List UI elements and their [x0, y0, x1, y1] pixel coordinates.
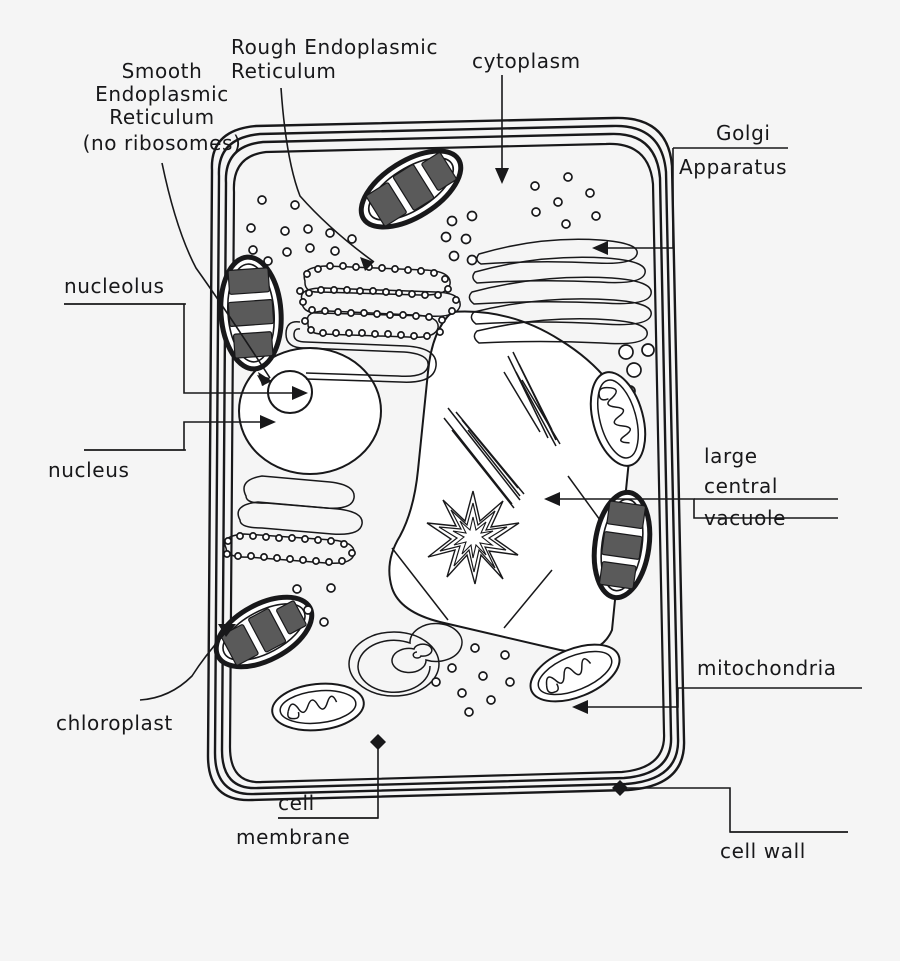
leader-chloroplast — [139, 624, 236, 701]
mitochondrion-bottom-left — [271, 682, 365, 732]
chloroplast-top — [358, 148, 464, 230]
rough-endoplasmic-reticulum-upper — [296, 262, 461, 340]
smooth-er-line3: Reticulum — [109, 105, 215, 129]
chloroplast-right — [591, 489, 653, 601]
raphide-bundle-upper — [503, 351, 561, 447]
leader-rough-er — [280, 87, 375, 271]
leader-vacuole — [544, 492, 838, 519]
golgi-line1: Golgi — [716, 121, 771, 145]
cell-wall — [206, 116, 686, 802]
label-chloroplast: chloroplast — [56, 711, 173, 735]
raphide-bundle-middle — [443, 407, 525, 509]
golgi-line2: Apparatus — [679, 155, 787, 179]
nucleus-text: nucleus — [48, 458, 130, 482]
label-golgi: Golgi Apparatus — [679, 121, 787, 179]
label-mitochondria: mitochondria — [697, 656, 837, 680]
label-smooth-er: Smooth Endoplasmic Reticulum (no ribosom… — [83, 59, 242, 155]
ribosome-dots-rough-er-upper — [296, 262, 460, 340]
rough-endoplasmic-reticulum-lower — [223, 532, 356, 566]
label-cell-wall: cell wall — [720, 839, 806, 863]
label-nucleus: nucleus — [48, 458, 130, 482]
raphide-single-right — [503, 569, 553, 629]
smooth-endoplasmic-reticulum-upper — [285, 321, 437, 383]
wall-diamond-marker — [612, 780, 628, 796]
leader-smooth-er — [161, 162, 272, 386]
nucleolus — [267, 370, 313, 414]
druse-crystal — [426, 490, 520, 585]
leader-golgi — [592, 148, 674, 255]
label-nucleolus: nucleolus — [64, 274, 165, 298]
starch-granule — [348, 622, 463, 697]
cell-membrane — [228, 142, 666, 784]
rough-er-line1: Rough Endoplasmic — [231, 35, 438, 59]
mitochondria-text: mitochondria — [697, 656, 837, 680]
golgi-vesicle — [626, 362, 642, 378]
smooth-er-line4: (no ribosomes) — [83, 131, 242, 155]
rough-er-line2: Reticulum — [231, 59, 337, 83]
smooth-endoplasmic-reticulum-lower — [237, 475, 363, 536]
golgi-vesicle — [641, 343, 655, 357]
cell-wall-text: cell wall — [720, 839, 806, 863]
mitochondrion-right-upper — [589, 371, 647, 467]
golgi-vesicle — [618, 344, 634, 360]
vacuole-line2: central — [704, 474, 778, 498]
label-cell-membrane: cell membrane — [236, 791, 350, 849]
raphide-single-left — [391, 547, 449, 621]
leader-cytoplasm — [495, 75, 509, 184]
nucleolus-text: nucleolus — [64, 274, 165, 298]
label-vacuole: large central vacuole — [704, 444, 786, 530]
raphide-single-far-right — [567, 475, 601, 521]
label-underlines — [64, 147, 848, 833]
ribosome-dots-cytoplasm — [246, 172, 601, 717]
cell-membrane-line1: cell — [278, 791, 315, 815]
chloroplast-text: chloroplast — [56, 711, 173, 735]
vacuole-line1: large — [704, 444, 758, 468]
smooth-er-line2: Endoplasmic — [95, 82, 229, 106]
chloroplast-bottom-left — [213, 594, 315, 670]
smooth-er-line1: Smooth — [122, 59, 203, 83]
leader-mitochondria — [572, 687, 862, 714]
label-rough-er: Rough Endoplasmic Reticulum — [231, 35, 438, 83]
label-cytoplasm: cytoplasm — [472, 49, 581, 73]
membrane-diamond-marker — [370, 734, 386, 750]
vacuole-line3: vacuole — [704, 506, 786, 530]
mitochondrion-bottom-right — [529, 643, 621, 703]
ribosome-dots-rough-er-lower — [223, 532, 356, 566]
cell-membrane-line2: membrane — [236, 825, 350, 849]
cytoplasm-text: cytoplasm — [472, 49, 581, 73]
